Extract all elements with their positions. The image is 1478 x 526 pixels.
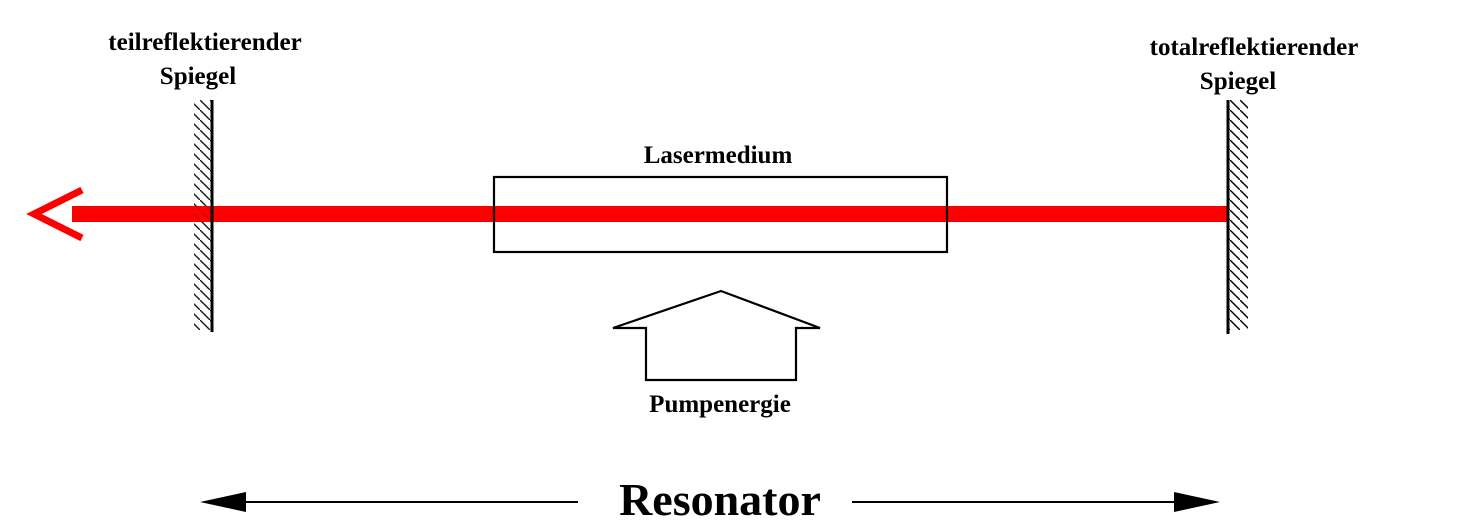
pump-energy-label: Pumpenergie — [649, 391, 791, 418]
laser-medium-box — [492, 175, 949, 254]
partial-mirror-label-line2: Spiegel — [160, 63, 236, 90]
resonator-span-arrow — [200, 492, 1220, 512]
total-mirror-label-line2: Spiegel — [1200, 68, 1276, 95]
partial-mirror-beam-pass — [194, 206, 212, 222]
laser-medium-label: Lasermedium — [644, 142, 793, 169]
partial-mirror-label-line1: teilreflektierender — [108, 29, 301, 56]
laser-beam — [72, 206, 1228, 222]
resonator-arrow-left-head — [200, 492, 246, 512]
total-mirror-label-line1: totalreflektierender — [1150, 34, 1359, 61]
pump-energy-arrow — [612, 289, 821, 382]
partial-mirror — [194, 100, 214, 332]
total-mirror — [1226, 100, 1248, 334]
resonator-label: Resonator — [619, 474, 821, 525]
output-beam-arrowhead — [26, 186, 84, 242]
resonator-arrow-right-head — [1174, 492, 1220, 512]
total-mirror-hatching — [1228, 100, 1248, 330]
